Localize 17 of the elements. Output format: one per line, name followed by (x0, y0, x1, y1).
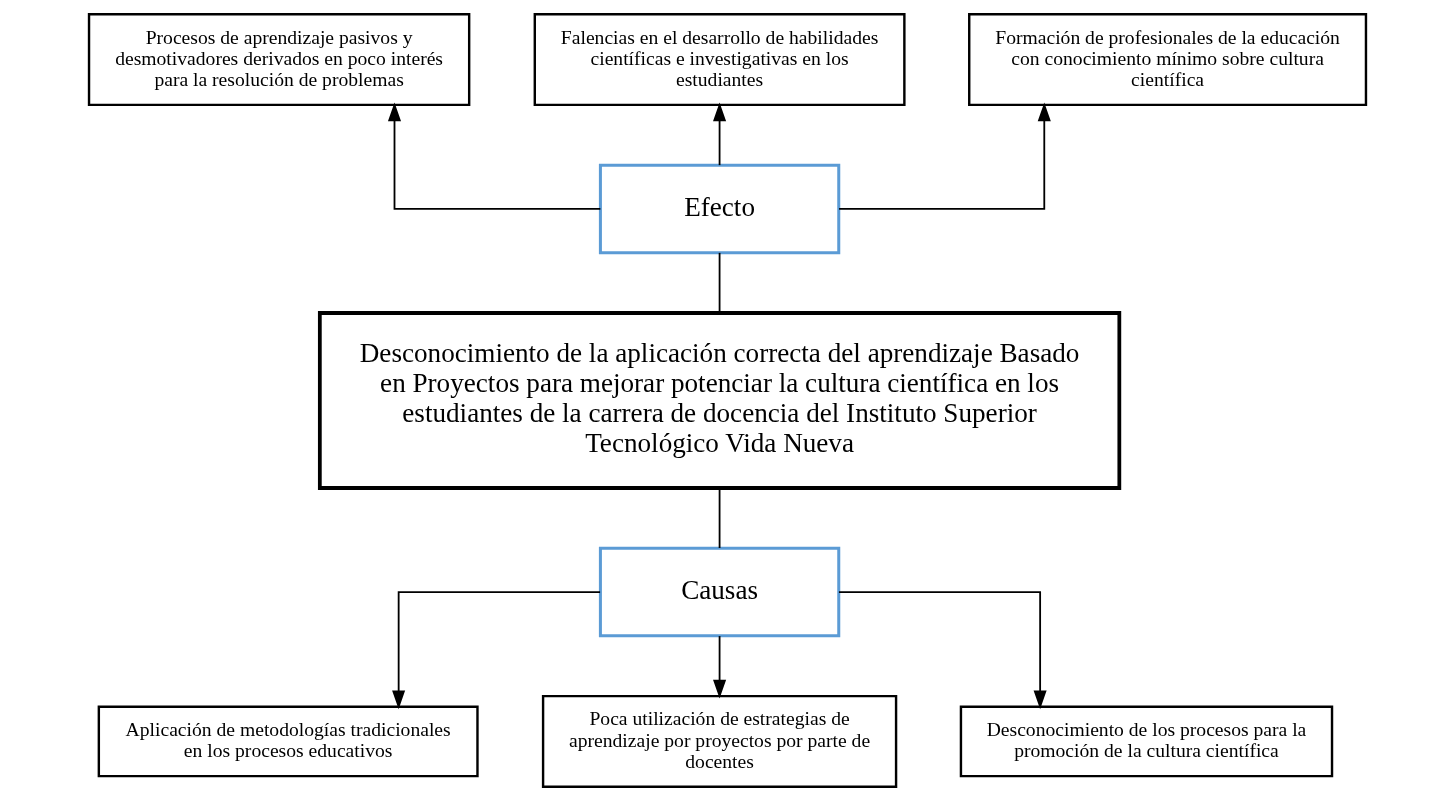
arrow (392, 591, 601, 710)
arrow (713, 102, 727, 167)
node-box: Desconocimiento de los procesos para la promoción de la cultura científica (959, 705, 1334, 778)
node-box: Causas (598, 546, 841, 638)
arrow (713, 635, 727, 699)
connector (718, 487, 721, 549)
arrow (838, 102, 1051, 210)
node-box: Desconocimiento de la aplicación correcta del aprendizaje Basado en Proyectos para mejorar potenciar la cultura científica en los estudiantes de la carrera de docencia del Instituto Superior Tecnológico Vida Nueva (317, 311, 1122, 490)
node-box: Efecto (598, 163, 841, 255)
node-box: Formación de profesionales de la educación con conocimiento mínimo sobre cultura científica (968, 13, 1368, 107)
node-box: Falencias en el desarrollo de habilidades científicas e investigativas en los estudiantes (533, 13, 906, 107)
arrow (387, 102, 602, 210)
connector (718, 251, 721, 314)
arrow (838, 591, 1047, 710)
node-box: Aplicación de metodologías tradicionales en los procesos educativos (97, 705, 479, 778)
node-box: Poca utilización de estrategias de aprendizaje por proyectos por parte de docentes (541, 694, 898, 788)
node-box: Procesos de aprendizaje pasivos y desmotivadores derivados en poco interés para la resolución de problemas (87, 13, 471, 107)
